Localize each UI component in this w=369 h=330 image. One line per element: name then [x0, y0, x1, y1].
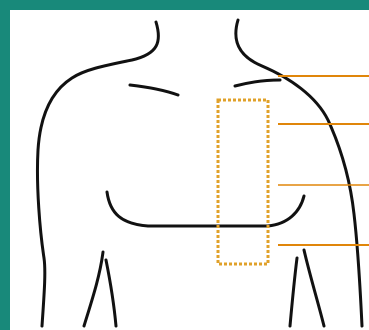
- left-pectoral-outline: [107, 192, 228, 226]
- sternum-region-box: [218, 100, 268, 264]
- right-arm-inner-outline: [304, 250, 324, 326]
- torso-diagram: [10, 10, 369, 330]
- left-waist-outline: [106, 260, 116, 326]
- right-pectoral-outline: [228, 196, 304, 226]
- right-waist-outline: [290, 258, 297, 326]
- right-clavicle-outline: [235, 80, 280, 86]
- left-arm-inner-outline: [84, 252, 103, 326]
- left-clavicle-outline: [130, 85, 178, 95]
- right-neck-shoulder-outline: [236, 20, 362, 326]
